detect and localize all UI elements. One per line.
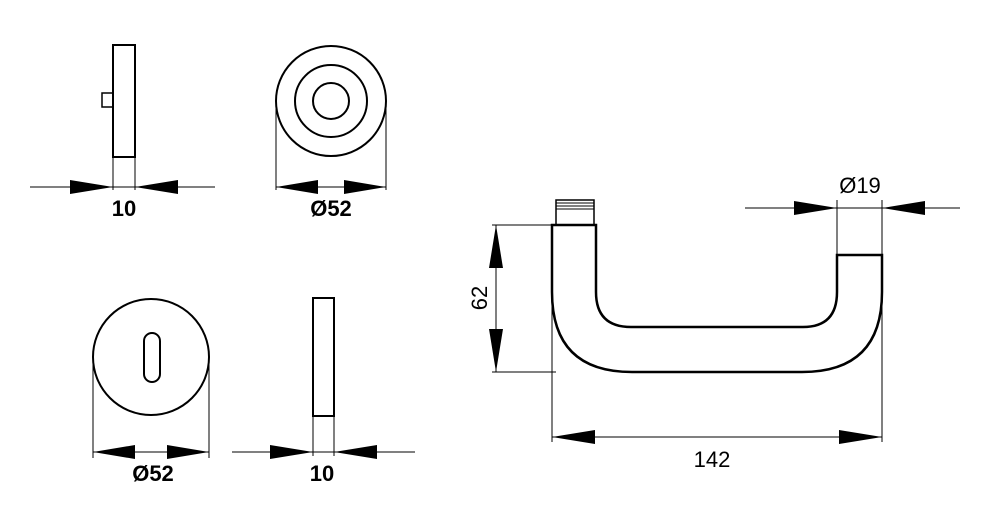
- rose-inner-circle: [312, 82, 350, 120]
- lever-height-arrow-bottom: [489, 329, 503, 372]
- lever-handle-view: 62 Ø19 142: [467, 173, 960, 472]
- rose-front-arrow-right: [344, 180, 386, 194]
- lever-length-arrow-left: [552, 430, 595, 444]
- rose-front-view: Ø52: [275, 45, 387, 221]
- escutcheon-outer-circle: [92, 298, 210, 416]
- escutcheon-front-arrow-left: [93, 445, 135, 459]
- rose-outer-circle: [275, 45, 387, 157]
- rose-front-arrow-left: [276, 180, 318, 194]
- escutcheon-side-arrow-left: [270, 445, 313, 459]
- lever-length-arrow-right: [839, 430, 882, 444]
- rose-side-arrow-left: [70, 180, 113, 194]
- escutcheon-front-view: Ø52: [92, 298, 210, 486]
- rose-side-body: [112, 44, 136, 158]
- lever-height-arrow-top: [489, 225, 503, 268]
- escutcheon-side-view: 10: [232, 297, 415, 486]
- escutcheon-side-thickness-label: 10: [310, 461, 334, 486]
- lever-height-label: 62: [467, 286, 492, 310]
- rose-diameter-label: Ø52: [310, 196, 352, 221]
- lever-diameter-label: Ø19: [839, 173, 881, 198]
- lever-body: [550, 223, 884, 374]
- rose-side-view: 10: [30, 44, 215, 221]
- escutcheon-side-arrow-right: [334, 445, 377, 459]
- lever-length-label: 142: [694, 447, 731, 472]
- escutcheon-diameter-label: Ø52: [132, 461, 174, 486]
- lever-diameter-arrow-right: [882, 201, 925, 215]
- lever-spindle: [555, 199, 595, 226]
- keyhole-slot: [143, 332, 161, 383]
- escutcheon-side-body: [312, 297, 335, 417]
- rose-side-tab: [101, 92, 114, 108]
- rose-side-thickness-label: 10: [112, 196, 136, 221]
- rose-middle-circle: [294, 64, 368, 138]
- lever-diameter-arrow-left: [794, 201, 837, 215]
- escutcheon-front-arrow-right: [167, 445, 209, 459]
- rose-side-arrow-right: [135, 180, 178, 194]
